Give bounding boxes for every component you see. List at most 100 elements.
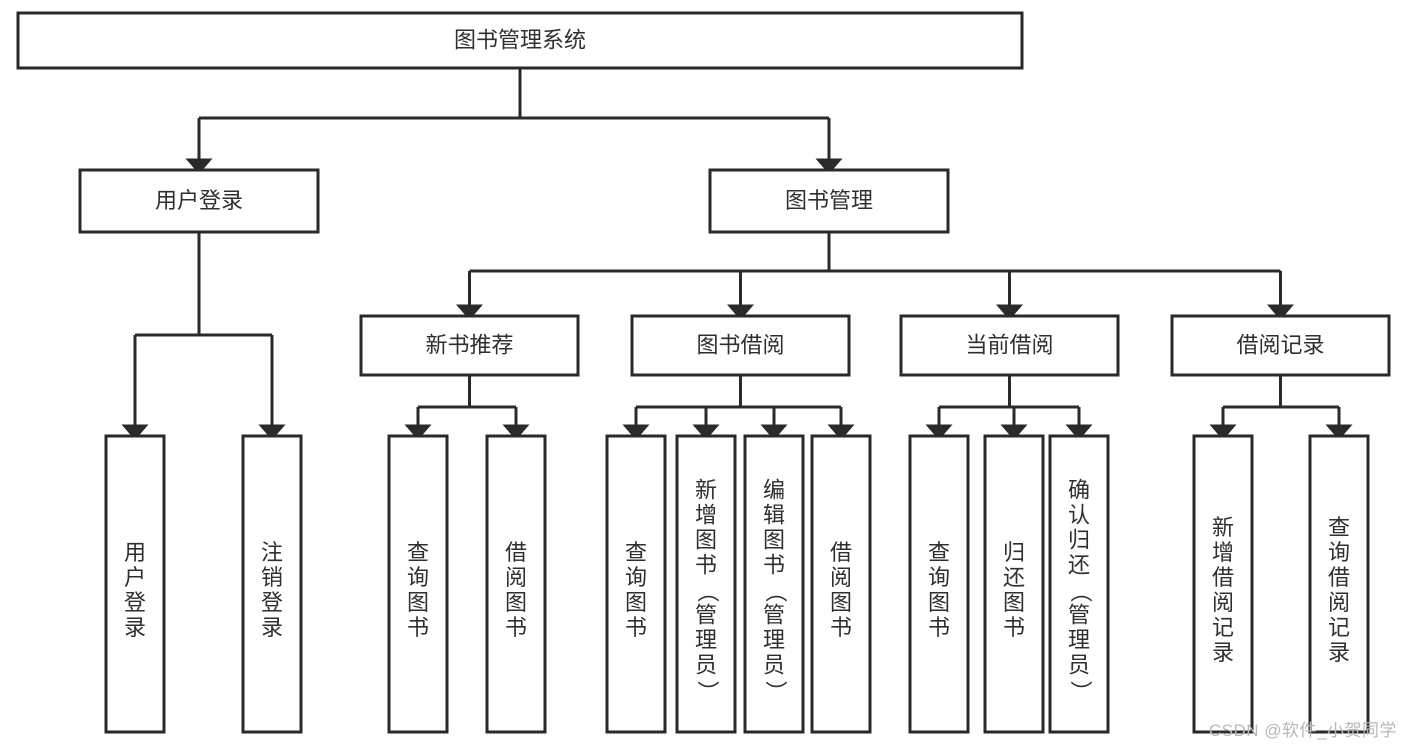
- node-box[interactable]: [899, 314, 1120, 377]
- node-label-char: （: [763, 580, 788, 602]
- node-label-char: 图: [830, 590, 852, 615]
- node-box[interactable]: [810, 434, 872, 734]
- node-box[interactable]: [708, 168, 950, 234]
- node-root[interactable]: 图书管理系统: [16, 11, 1024, 70]
- node-label-char: 录: [261, 615, 283, 640]
- node-label-char: 查: [1328, 515, 1350, 540]
- node-label-char: 书: [695, 552, 717, 577]
- node-label-char: （: [1068, 580, 1093, 602]
- node-box[interactable]: [1048, 434, 1110, 734]
- node-label-char: 还: [1068, 552, 1090, 577]
- node-label-char: 阅: [1212, 590, 1234, 615]
- node-label-char: 书: [407, 615, 429, 640]
- node-label-char: 录: [124, 615, 146, 640]
- node-label-char: 认: [1068, 502, 1090, 527]
- node-label-char: 借: [1212, 565, 1234, 590]
- node-borrow[interactable]: 图书借阅: [630, 314, 851, 377]
- node-label-char: 图: [407, 590, 429, 615]
- node-label-char: 图: [505, 590, 527, 615]
- node-label-char: 编: [763, 477, 785, 502]
- node-label-char: 询: [928, 565, 950, 590]
- node-label-char: 图: [763, 527, 785, 552]
- node-label-char: 员: [763, 652, 785, 677]
- node-label-char: 书: [505, 615, 527, 640]
- node-label-char: 员: [695, 652, 717, 677]
- node-label-char: 书: [830, 615, 852, 640]
- node-label-char: 录: [1212, 640, 1234, 665]
- node-label: 用户登录: [155, 188, 243, 213]
- node-label-char: 注: [261, 540, 283, 565]
- node-box[interactable]: [1308, 434, 1370, 734]
- nodes-layer: 图书管理系统用户登录图书管理新书推荐图书借阅当前借阅借阅记录用户登录注销登录查询…: [16, 11, 1391, 734]
- node-record[interactable]: 借阅记录: [1170, 314, 1391, 377]
- node-label-char: 书: [928, 615, 950, 640]
- node-box[interactable]: [241, 434, 303, 734]
- node-label-char: ）: [763, 680, 788, 702]
- node-label-char: 查: [407, 540, 429, 565]
- node-label-char: 书: [625, 615, 647, 640]
- node-label-char: （: [695, 580, 720, 602]
- edges-layer: [121, 68, 1353, 441]
- node-label-char: 询: [407, 565, 429, 590]
- node-label-char: 图: [928, 590, 950, 615]
- node-label-char: 图: [1003, 590, 1025, 615]
- node-login[interactable]: 用户登录: [78, 168, 320, 234]
- node-box[interactable]: [908, 434, 970, 734]
- node-box[interactable]: [78, 168, 320, 234]
- node-label-char: 员: [1068, 652, 1090, 677]
- node-label-char: 书: [1003, 615, 1025, 640]
- node-leaf-user-login[interactable]: 用户登录: [104, 434, 166, 734]
- node-label-char: 理: [1068, 627, 1090, 652]
- node-box[interactable]: [675, 434, 737, 734]
- node-label-char: 理: [695, 627, 717, 652]
- node-label-char: 用: [124, 540, 146, 565]
- node-label: 新书推荐: [425, 332, 513, 357]
- node-box[interactable]: [630, 314, 851, 377]
- node-label: 图书管理: [785, 188, 873, 213]
- node-box[interactable]: [605, 434, 667, 734]
- node-label: 当前借阅: [965, 332, 1053, 357]
- node-label-char: ）: [695, 680, 720, 702]
- node-label-char: 理: [763, 627, 785, 652]
- node-label-char: 登: [124, 590, 146, 615]
- node-newbook[interactable]: 新书推荐: [359, 314, 580, 377]
- node-label-char: 管: [1068, 602, 1090, 627]
- node-label-char: 辑: [763, 502, 785, 527]
- node-bookmgmt[interactable]: 图书管理: [708, 168, 950, 234]
- node-label-char: 借: [1328, 565, 1350, 590]
- node-label-char: 借: [830, 540, 852, 565]
- node-label-char: 归: [1003, 540, 1025, 565]
- node-box[interactable]: [1170, 314, 1391, 377]
- node-label-char: 阅: [830, 565, 852, 590]
- node-label-char: 管: [695, 602, 717, 627]
- node-box[interactable]: [16, 11, 1024, 70]
- node-label-char: ）: [1068, 680, 1093, 702]
- node-box[interactable]: [983, 434, 1045, 734]
- node-box[interactable]: [359, 314, 580, 377]
- node-label-char: 归: [1068, 527, 1090, 552]
- node-current[interactable]: 当前借阅: [899, 314, 1120, 377]
- node-label-char: 新: [695, 477, 717, 502]
- node-label-char: 还: [1003, 565, 1025, 590]
- node-box[interactable]: [485, 434, 547, 734]
- node-label: 图书借阅: [696, 332, 784, 357]
- node-box[interactable]: [1192, 434, 1254, 734]
- node-label-char: 登: [261, 590, 283, 615]
- node-box[interactable]: [743, 434, 805, 734]
- node-box[interactable]: [387, 434, 449, 734]
- node-box[interactable]: [104, 434, 166, 734]
- node-label-char: 确: [1068, 477, 1090, 502]
